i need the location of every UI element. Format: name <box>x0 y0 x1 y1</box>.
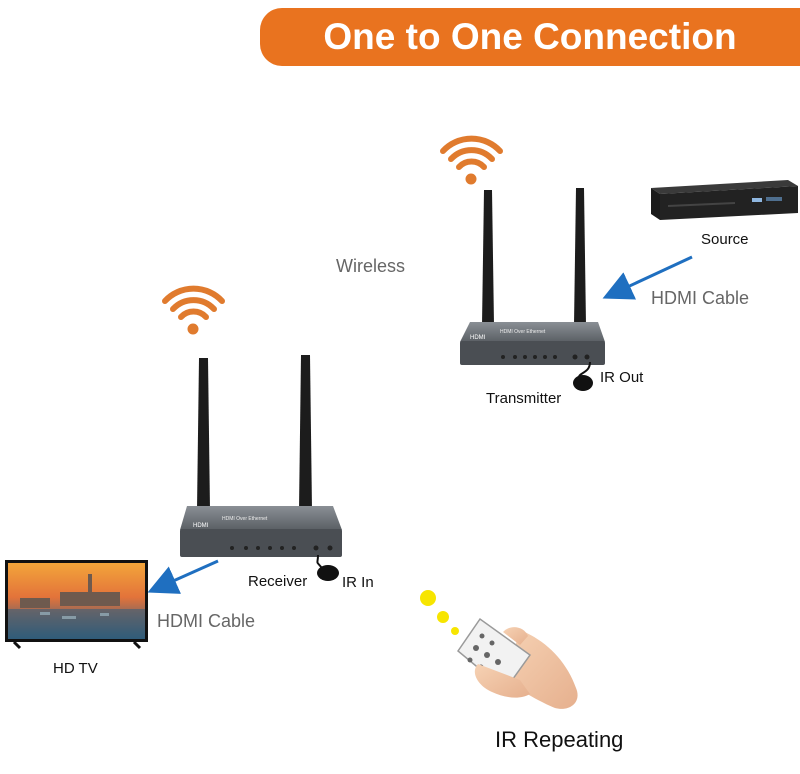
ir-signal-dot <box>420 590 436 606</box>
remote-control <box>456 617 532 692</box>
antenna-left <box>197 358 210 510</box>
arrow-source-to-transmitter <box>602 255 693 300</box>
hdmi-logo: HDMI <box>193 523 209 529</box>
ir-signal-dot <box>451 627 459 635</box>
wifi-icon <box>162 285 225 335</box>
transmitter-device: HDMI HDMI Over Ethernet <box>440 135 605 391</box>
hd-tv-label: HD TV <box>53 660 98 677</box>
antenna-left <box>482 190 494 325</box>
hdmi-logo: HDMI <box>470 335 486 341</box>
ir-signal-dot <box>437 611 449 623</box>
receiver-device: HDMI HDMI Over Ethernet <box>162 285 342 581</box>
model-text: HDMI Over Ethernet <box>500 329 546 335</box>
hdmi-cable-bottom-label: HDMI Cable <box>157 611 256 631</box>
page-title: One to One Connection <box>323 16 737 57</box>
antenna-right <box>574 188 586 325</box>
antenna-right <box>299 355 312 510</box>
transmitter-label: Transmitter <box>486 390 562 407</box>
source-player <box>651 180 798 220</box>
wireless-label: Wireless <box>336 256 406 276</box>
wifi-icon <box>440 135 503 185</box>
ir-emitter <box>573 375 593 391</box>
ir-repeating-label: IR Repeating <box>495 727 624 752</box>
hd-tv <box>5 560 148 650</box>
ir-receiver <box>317 565 339 581</box>
model-text: HDMI Over Ethernet <box>222 516 268 522</box>
remote-with-hand <box>420 590 578 709</box>
ir-out-label: IR Out <box>600 369 644 386</box>
hdmi-cable-top-label: HDMI Cable <box>651 288 750 308</box>
receiver-label: Receiver <box>248 573 308 590</box>
arrow-receiver-to-tv <box>147 559 219 594</box>
ir-in-label: IR In <box>342 574 374 591</box>
title-banner: One to One Connection <box>260 8 800 66</box>
source-label: Source <box>701 231 749 248</box>
